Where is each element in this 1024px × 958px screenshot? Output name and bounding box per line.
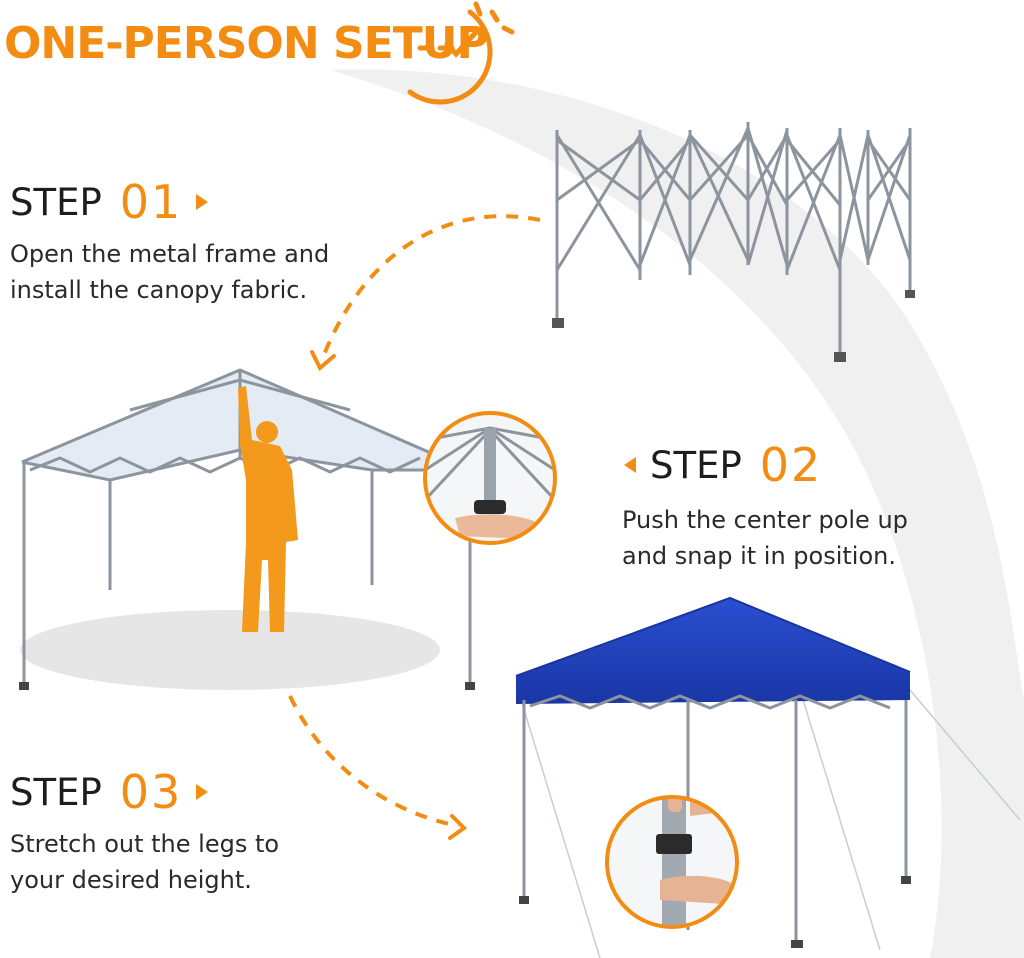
folded-frame-illustration <box>552 122 915 362</box>
step-label: STEP <box>650 443 742 487</box>
page-title: ONE-PERSON SETUP <box>4 18 489 69</box>
step-03-line-1: Stretch out the legs to <box>10 830 280 858</box>
dashed-arrow-step2 <box>288 695 459 828</box>
ground-shadow <box>20 610 440 690</box>
clock-check-icon <box>407 1 515 105</box>
leg-adjust-closeup <box>605 795 739 929</box>
step-01-heading: STEP 01 <box>10 175 209 229</box>
person-silhouette <box>238 386 298 632</box>
triangle-right-icon <box>196 194 209 210</box>
dashed-arrow-step1 <box>320 214 541 361</box>
center-pole-closeup <box>423 411 557 545</box>
step-01-line-2: install the canopy fabric. <box>10 276 308 304</box>
step-number: 02 <box>759 438 823 492</box>
triangle-right-icon <box>196 784 209 800</box>
step-label: STEP <box>10 180 102 224</box>
step-02-line-2: and snap it in position. <box>622 542 896 570</box>
step-number: 01 <box>119 175 183 229</box>
step-number: 03 <box>119 765 183 819</box>
step-02-description: Push the center pole up and snap it in p… <box>622 502 908 574</box>
step-02-line-1: Push the center pole up <box>622 506 908 534</box>
triangle-left-icon <box>624 457 636 473</box>
arrowhead-step1 <box>310 350 336 372</box>
background-swoosh <box>330 69 1024 958</box>
blue-canopy-illustration <box>515 596 1021 958</box>
arrowhead-step2 <box>448 814 468 840</box>
step-01-description: Open the metal frame and install the can… <box>10 236 329 308</box>
step-03-line-2: your desired height. <box>10 866 252 894</box>
step-03-description: Stretch out the legs to your desired hei… <box>10 826 279 898</box>
step-03-heading: STEP 03 <box>10 765 209 819</box>
step-01-line-1: Open the metal frame and <box>10 240 330 268</box>
step-02-heading: STEP 02 <box>624 438 822 492</box>
step-label: STEP <box>10 770 102 814</box>
